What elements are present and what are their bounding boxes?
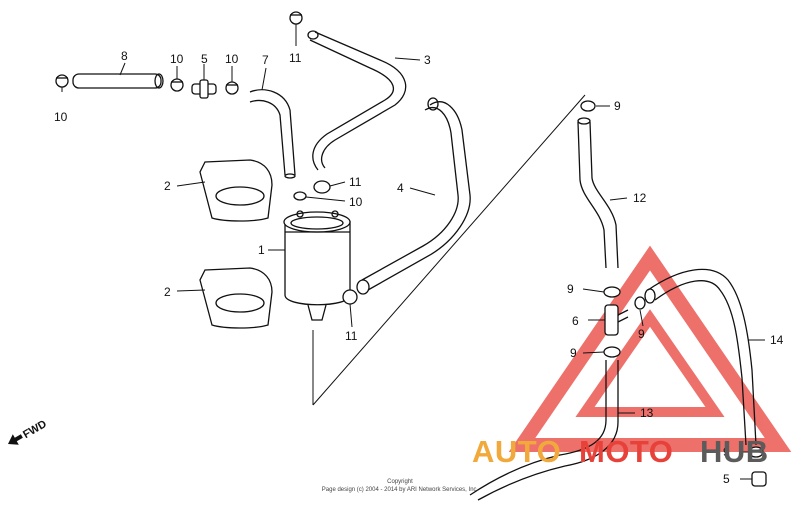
- clamp-11-top: [289, 11, 303, 25]
- label-part-9e: 9: [723, 445, 730, 459]
- fwd-arrow-icon: [8, 434, 23, 445]
- hose-4: [356, 97, 471, 295]
- hose-3: [307, 30, 407, 171]
- fwd-label: FWD: [21, 418, 49, 441]
- label-part-8: 8: [121, 49, 128, 63]
- copyright-line-2: Page design (c) 2004 - 2014 by ARI Netwo…: [322, 487, 479, 493]
- label-part-11c: 11: [345, 329, 358, 343]
- label-part-10b: 10: [170, 52, 184, 66]
- fwd-indicator: FWD: [8, 418, 49, 445]
- joint-5: [191, 79, 217, 99]
- watermark-auto: AUTO: [472, 434, 561, 469]
- joint-5-lower: [751, 471, 767, 487]
- watermark-text: AUTO MOTO HUB: [472, 434, 769, 469]
- label-part-13: 13: [640, 406, 654, 420]
- label-part-9d: 9: [570, 346, 577, 360]
- leader-lines: [61, 24, 765, 480]
- bracket-2-lower: [199, 267, 273, 329]
- hose-14: [644, 268, 757, 446]
- clamp-9-top: [580, 100, 596, 112]
- label-part-7: 7: [262, 53, 269, 67]
- label-part-9c: 9: [638, 327, 645, 341]
- clamp-9-upper-joint: [603, 286, 621, 298]
- hose-8: [72, 73, 164, 89]
- label-part-2b: 2: [164, 285, 171, 299]
- label-part-10a: 10: [54, 110, 68, 124]
- clamp-9-lower-joint: [603, 346, 621, 358]
- label-part-14: 14: [770, 333, 784, 347]
- copyright-line-1: Copyright: [387, 479, 413, 485]
- clamp-10-canister: [293, 191, 307, 201]
- clamp-10-left: [55, 74, 69, 88]
- reference-lines: [312, 94, 586, 406]
- hose-13: [469, 360, 619, 501]
- label-part-10d: 10: [349, 195, 363, 209]
- part-labels: 8 10 10 5 10 7 11 3 2 2 1 11 10 4 11 9 1…: [54, 49, 784, 486]
- label-part-5a: 5: [201, 52, 208, 66]
- label-part-11b: 11: [349, 175, 362, 189]
- tube-7: [249, 89, 296, 179]
- label-part-9a: 9: [614, 99, 621, 113]
- joint-6: [604, 304, 629, 336]
- clamp-11-lower: [342, 289, 358, 305]
- clamp-9-right-joint: [634, 296, 646, 310]
- label-part-9b: 9: [567, 282, 574, 296]
- clamp-10-right: [225, 81, 239, 95]
- label-part-1: 1: [258, 243, 265, 257]
- canister-1: [283, 210, 351, 321]
- label-part-10c: 10: [225, 52, 239, 66]
- label-part-11a: 11: [289, 51, 302, 65]
- tube-12: [577, 117, 619, 269]
- copyright: Copyright Page design (c) 2004 - 2014 by…: [322, 479, 479, 493]
- label-part-3: 3: [424, 53, 431, 67]
- clamp-10-mid: [170, 78, 184, 92]
- watermark-hub: HUB: [700, 434, 769, 469]
- clamp-11-mid: [313, 180, 331, 194]
- label-part-12: 12: [633, 191, 647, 205]
- label-part-2a: 2: [164, 179, 171, 193]
- watermark-moto: MOTO: [579, 434, 673, 469]
- label-part-4: 4: [397, 181, 404, 195]
- label-part-5b: 5: [723, 472, 730, 486]
- label-part-6: 6: [572, 314, 579, 328]
- bracket-2-upper: [199, 159, 273, 222]
